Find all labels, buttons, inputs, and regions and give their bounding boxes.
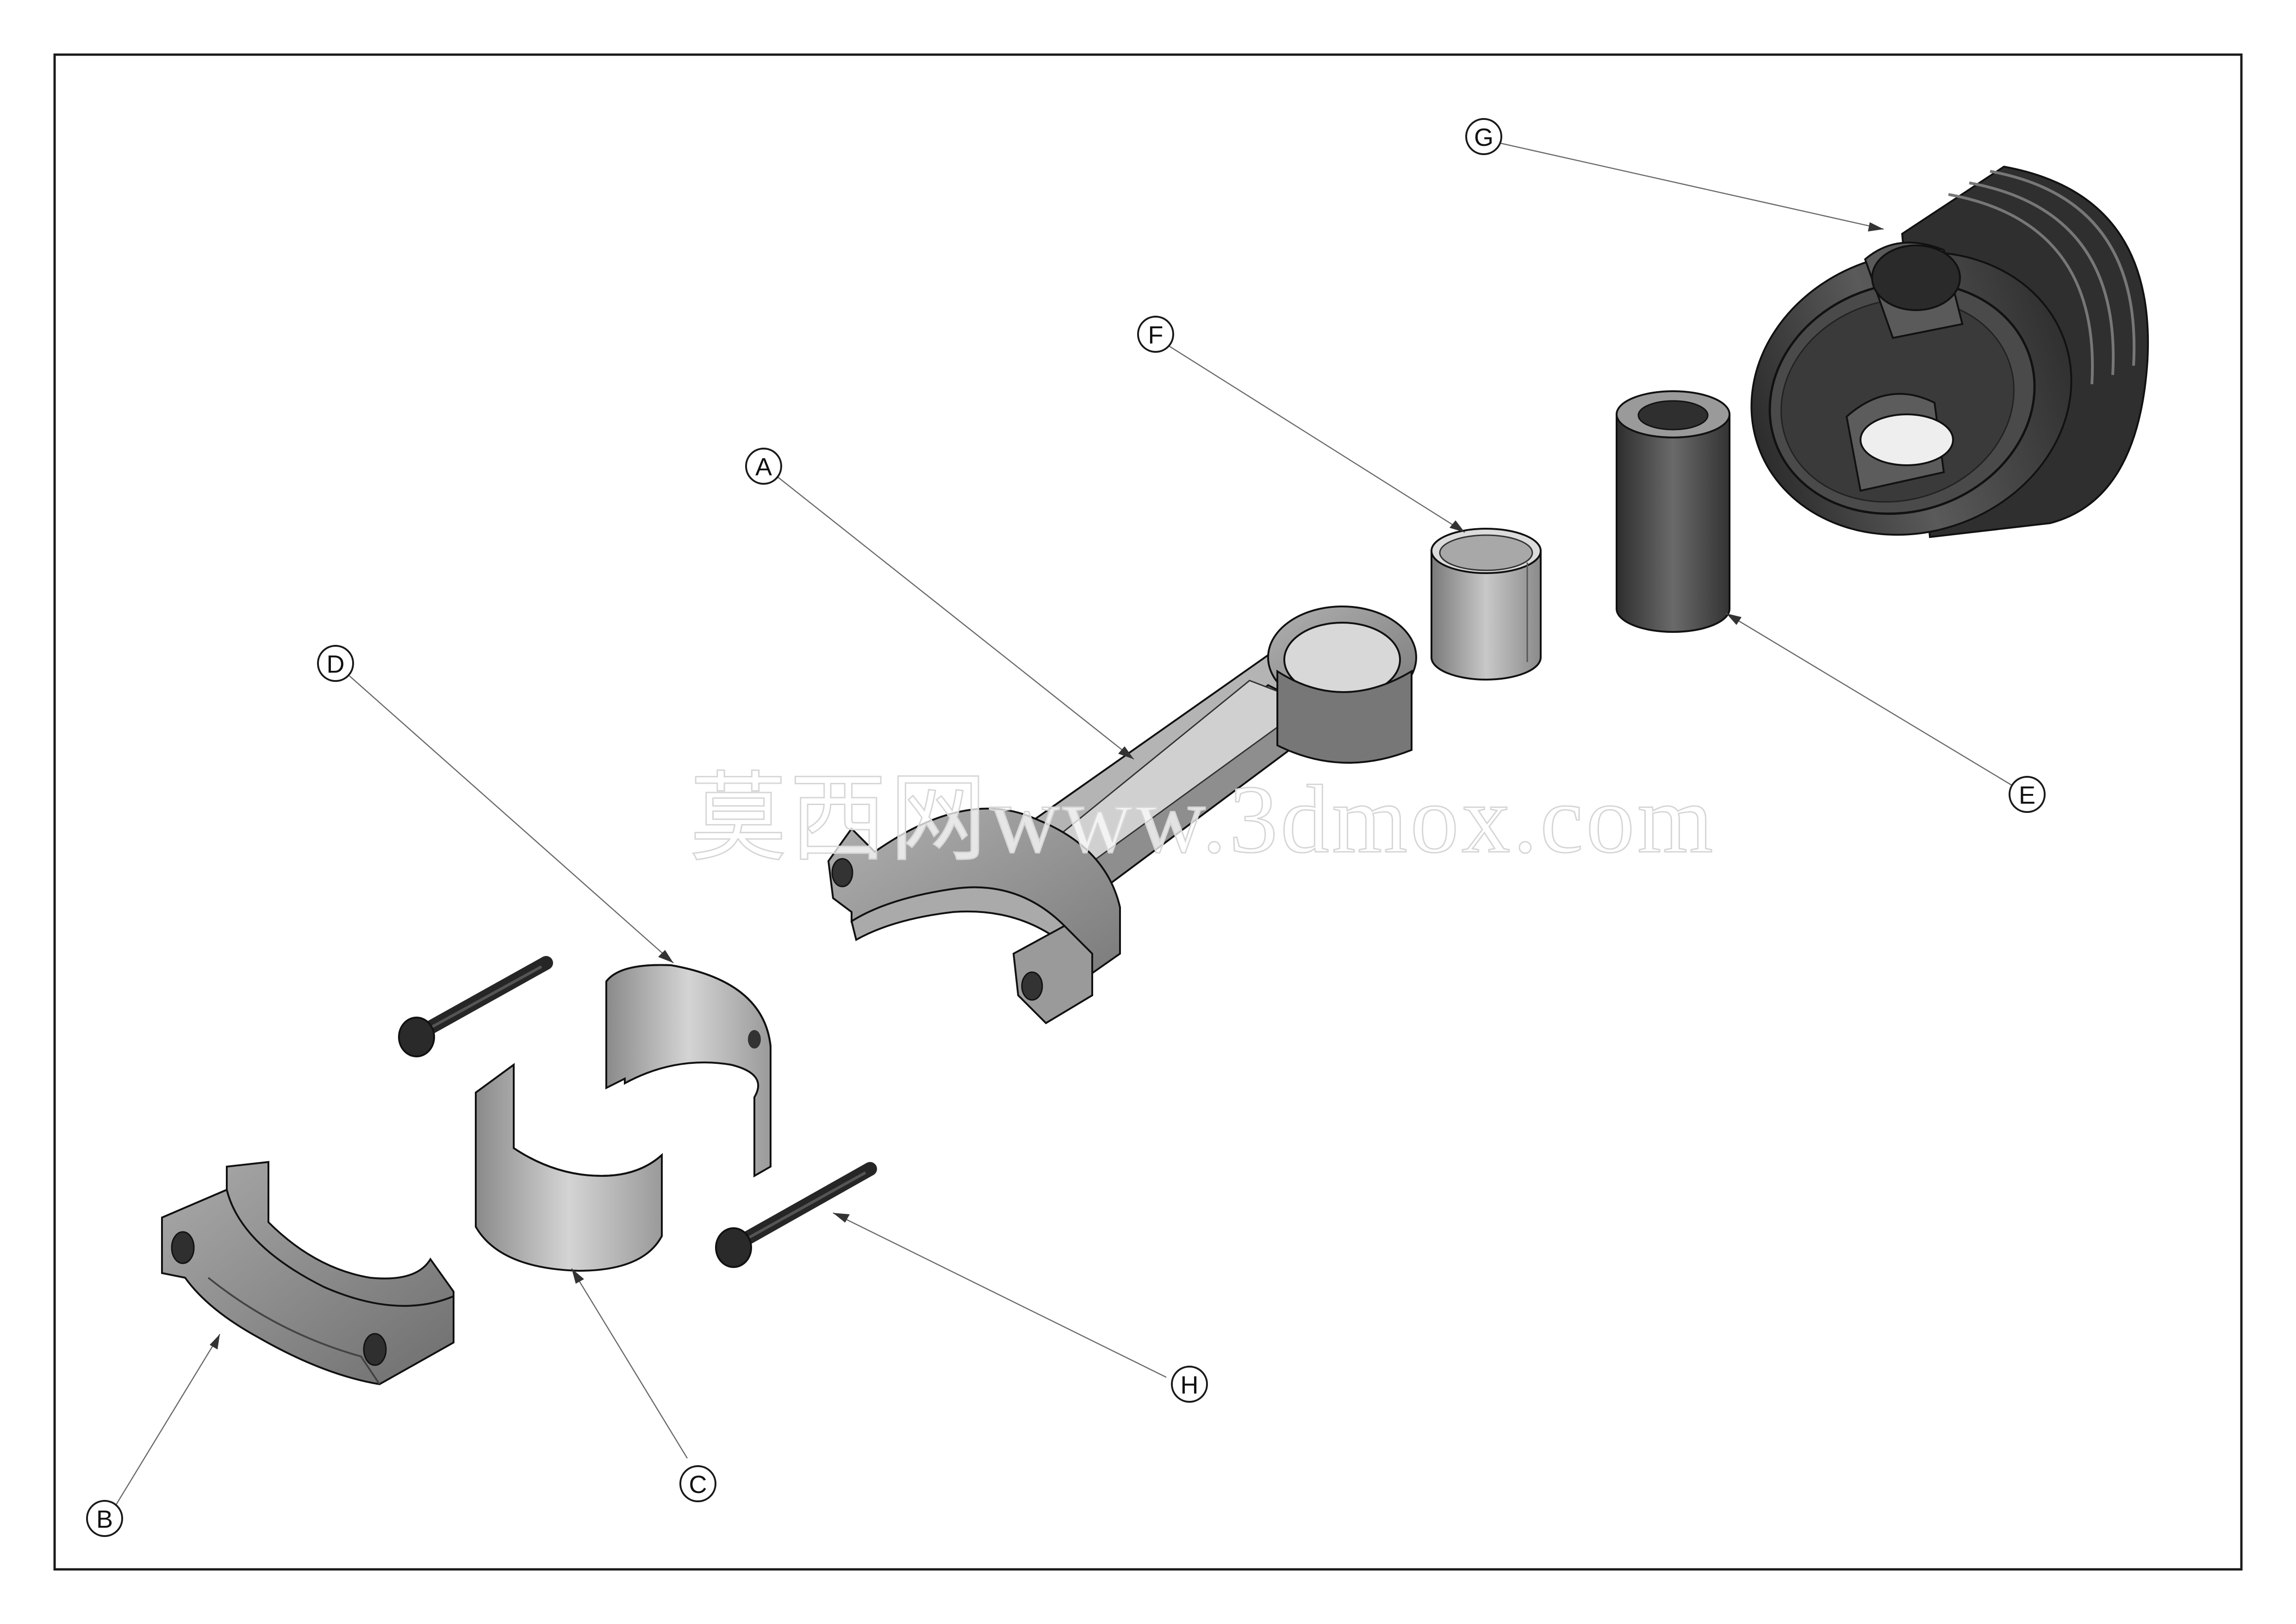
small-end-bushing-part [1431,528,1542,681]
watermark-text: 莫西网www.3dmox.com [690,766,1716,873]
callout-c: C [679,1465,716,1502]
svg-text:D: D [327,650,345,678]
svg-text:B: B [96,1505,113,1533]
callout-e: E [2009,776,2046,813]
svg-text:H: H [1181,1371,1199,1399]
leader-lines [114,142,2014,1507]
callout-b: B [86,1500,123,1537]
piston-pin-part [1616,390,1730,633]
svg-text:G: G [1474,124,1493,151]
svg-text:E: E [2019,781,2035,809]
callout-a: A [745,448,782,485]
connecting-rod-part [827,606,1417,1024]
svg-text:A: A [755,453,772,481]
callout-d: D [317,645,354,682]
bolt-upper-part [398,956,553,1057]
svg-text:F: F [1148,321,1164,349]
drawing-frame [53,53,2243,1571]
upper-bearing-shell-part [605,964,772,1178]
bolt-lower-part [715,1162,877,1268]
piston-part [1750,165,2149,538]
svg-text:C: C [689,1471,707,1499]
callout-g: G [1465,118,1502,155]
callout-h: H [1171,1366,1208,1403]
lower-bearing-shell-part [475,1063,663,1272]
bearing-cap-part [161,1161,454,1386]
callout-f: F [1137,316,1174,353]
